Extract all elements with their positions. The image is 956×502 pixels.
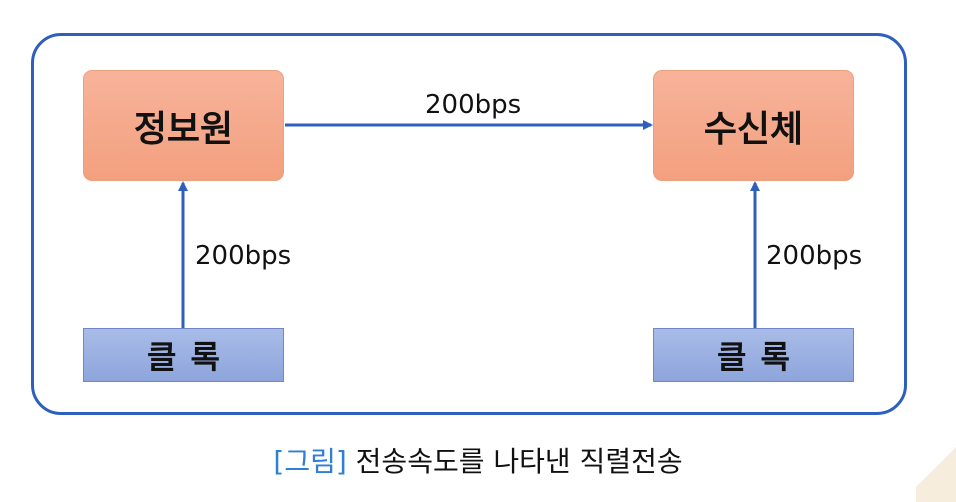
diagram-frame [31, 33, 907, 415]
sink-node: 수신체 [653, 70, 854, 181]
rate-label-left: 200bps [195, 241, 292, 271]
clock-node-right: 클록 [653, 328, 854, 382]
corner-decoration [916, 432, 956, 502]
rate-label-right: 200bps [766, 241, 863, 271]
clock-node-left: 클록 [83, 328, 284, 382]
sink-node-label: 수신체 [703, 108, 804, 150]
source-node-label: 정보원 [133, 108, 234, 150]
source-node: 정보원 [83, 70, 284, 181]
caption-text: 전송속도를 나타낸 직렬전송 [355, 445, 683, 478]
figure-caption: [그림] 전송속도를 나타낸 직렬전송 [0, 440, 956, 480]
caption-tag: [그림] [273, 445, 347, 478]
clock-left-label: 클록 [147, 338, 234, 376]
rate-label-main: 200bps [425, 90, 522, 120]
clock-right-label: 클록 [717, 338, 804, 376]
